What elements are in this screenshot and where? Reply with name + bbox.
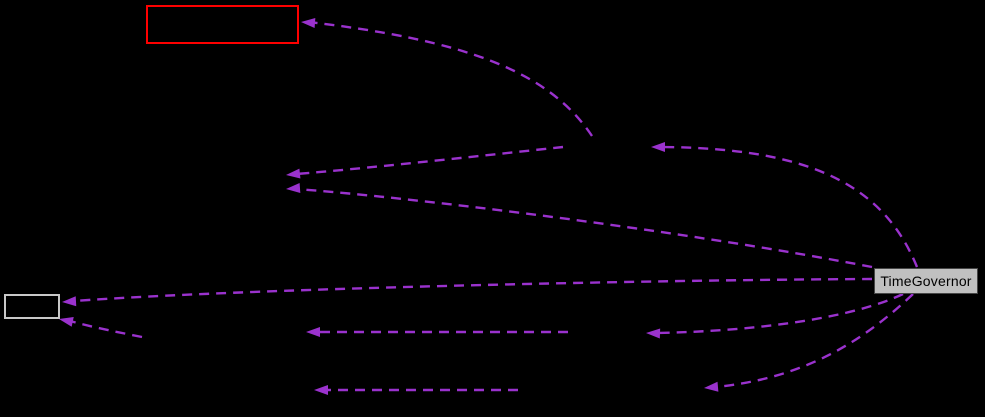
edge-hidden-upper-to-hidden-left-upper <box>295 145 564 176</box>
edge-main-to-hidden-lower-arrowhead-icon <box>704 381 719 392</box>
edge-main-to-hidden-mid <box>655 292 904 335</box>
edge-main-to-hidden-left-lower-arrowhead-icon <box>286 183 301 194</box>
edge-hidden-midleft-to-plain-node <box>69 319 143 339</box>
edge-to-truncated-red-node <box>308 20 593 137</box>
edge-main-to-plain-node-arrowhead-icon <box>62 296 77 307</box>
edge-to-truncated-red-node-arrowhead-icon <box>301 17 316 28</box>
edge-main-to-hidden-left-lower <box>295 187 873 269</box>
node-timegovernor[interactable]: TimeGovernor <box>874 268 978 294</box>
edge-main-to-plain-node <box>73 277 873 303</box>
edge-main-to-hidden-mid-arrowhead-icon <box>646 328 661 339</box>
node-timegovernor-label: TimeGovernor <box>880 273 972 289</box>
edge-hidden-midleft-to-plain-node-arrowhead-icon <box>59 317 74 327</box>
edge-hidden-lower-to-hidden-lowerleft-arrowhead-icon <box>314 385 328 395</box>
edge-hidden-upper-to-hidden-left-upper-arrowhead-icon <box>286 168 301 179</box>
edge-main-to-hidden-upper-arrowhead-icon <box>651 142 665 152</box>
node-truncated-red[interactable] <box>146 5 299 44</box>
edge-main-to-hidden-lower <box>715 293 914 389</box>
edge-main-to-hidden-upper <box>661 145 919 268</box>
edge-hidden-mid-to-hidden-midleft-arrowhead-icon <box>306 327 320 337</box>
node-plain-left[interactable] <box>4 294 60 319</box>
